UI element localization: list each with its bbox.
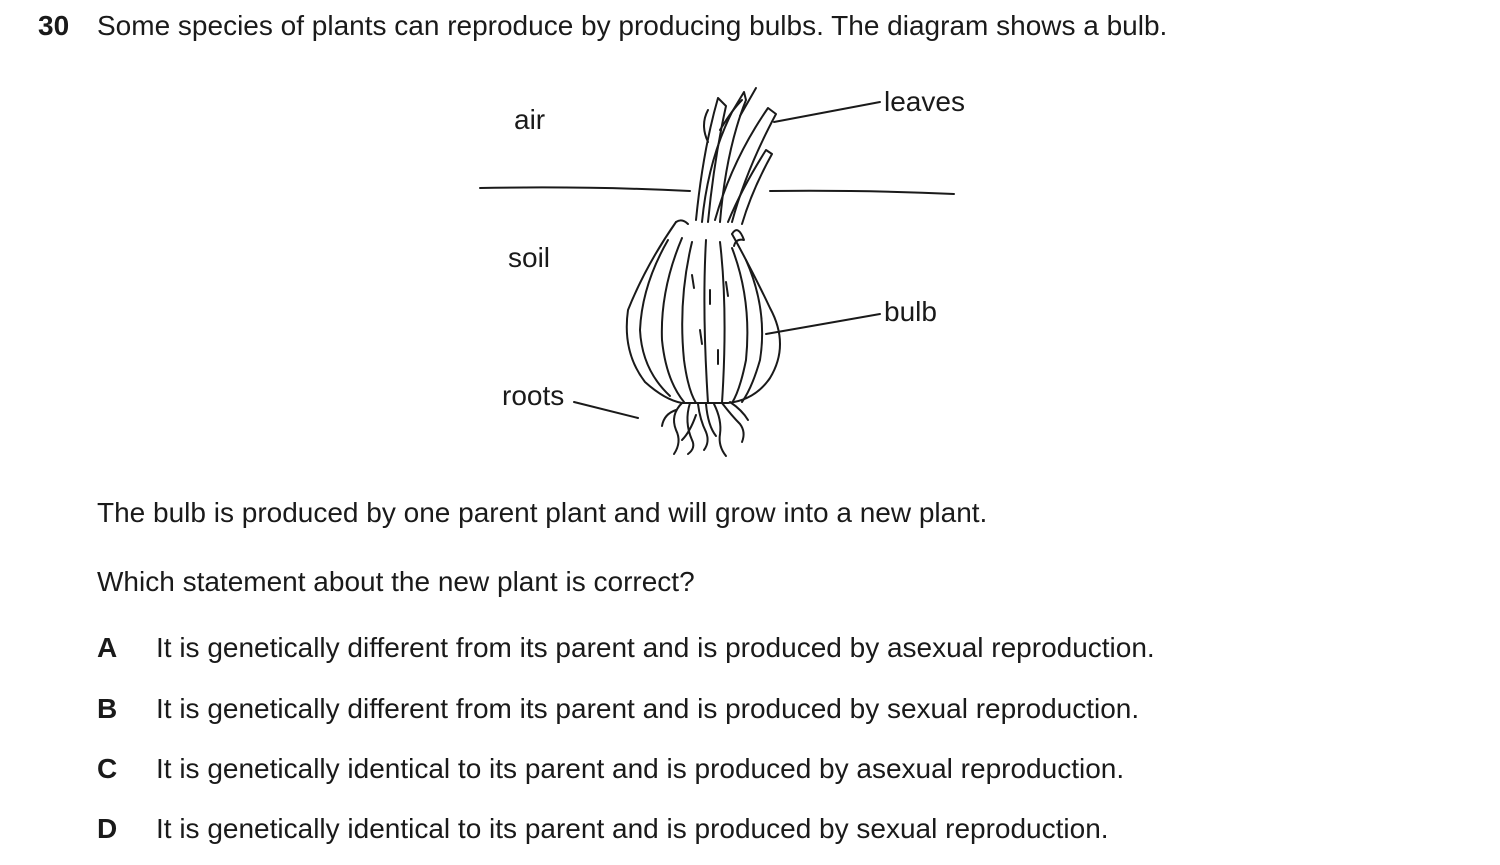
option-b[interactable]: B It is genetically different from its p… xyxy=(97,691,1297,727)
option-letter: B xyxy=(97,693,118,724)
option-text: It is genetically identical to its paren… xyxy=(156,753,1125,784)
option-text: It is genetically identical to its paren… xyxy=(156,813,1109,844)
soil-surface-line xyxy=(479,186,955,195)
leaves-drawing xyxy=(695,87,777,225)
label-soil: soil xyxy=(508,242,551,273)
leaves-leader-line xyxy=(773,101,881,123)
bulb-diagram: air soil roots leaves bulb xyxy=(470,70,1030,470)
roots-leader-line xyxy=(573,401,639,419)
question-prompt: Which statement about the new plant is c… xyxy=(97,566,695,597)
option-text: It is genetically different from its par… xyxy=(156,632,1155,663)
context-text: The bulb is produced by one parent plant… xyxy=(97,497,988,528)
bulb-leader-line xyxy=(765,313,881,335)
option-letter: A xyxy=(97,632,118,663)
option-a[interactable]: A It is genetically different from its p… xyxy=(97,630,1297,666)
option-c[interactable]: C It is genetically identical to its par… xyxy=(97,751,1297,787)
bulb-drawing xyxy=(625,219,781,404)
question-stem: Some species of plants can reproduce by … xyxy=(97,10,1168,41)
roots-drawing xyxy=(661,401,749,457)
question-number: 30 xyxy=(38,10,70,41)
bulb-illustration xyxy=(479,87,955,457)
option-d[interactable]: D It is genetically identical to its par… xyxy=(97,811,1297,847)
label-bulb: bulb xyxy=(884,296,937,327)
option-letter: C xyxy=(97,753,118,784)
option-text: It is genetically different from its par… xyxy=(156,693,1140,724)
option-letter: D xyxy=(97,813,118,844)
label-roots: roots xyxy=(502,380,565,411)
label-air: air xyxy=(514,104,546,135)
label-leaves: leaves xyxy=(884,86,965,117)
